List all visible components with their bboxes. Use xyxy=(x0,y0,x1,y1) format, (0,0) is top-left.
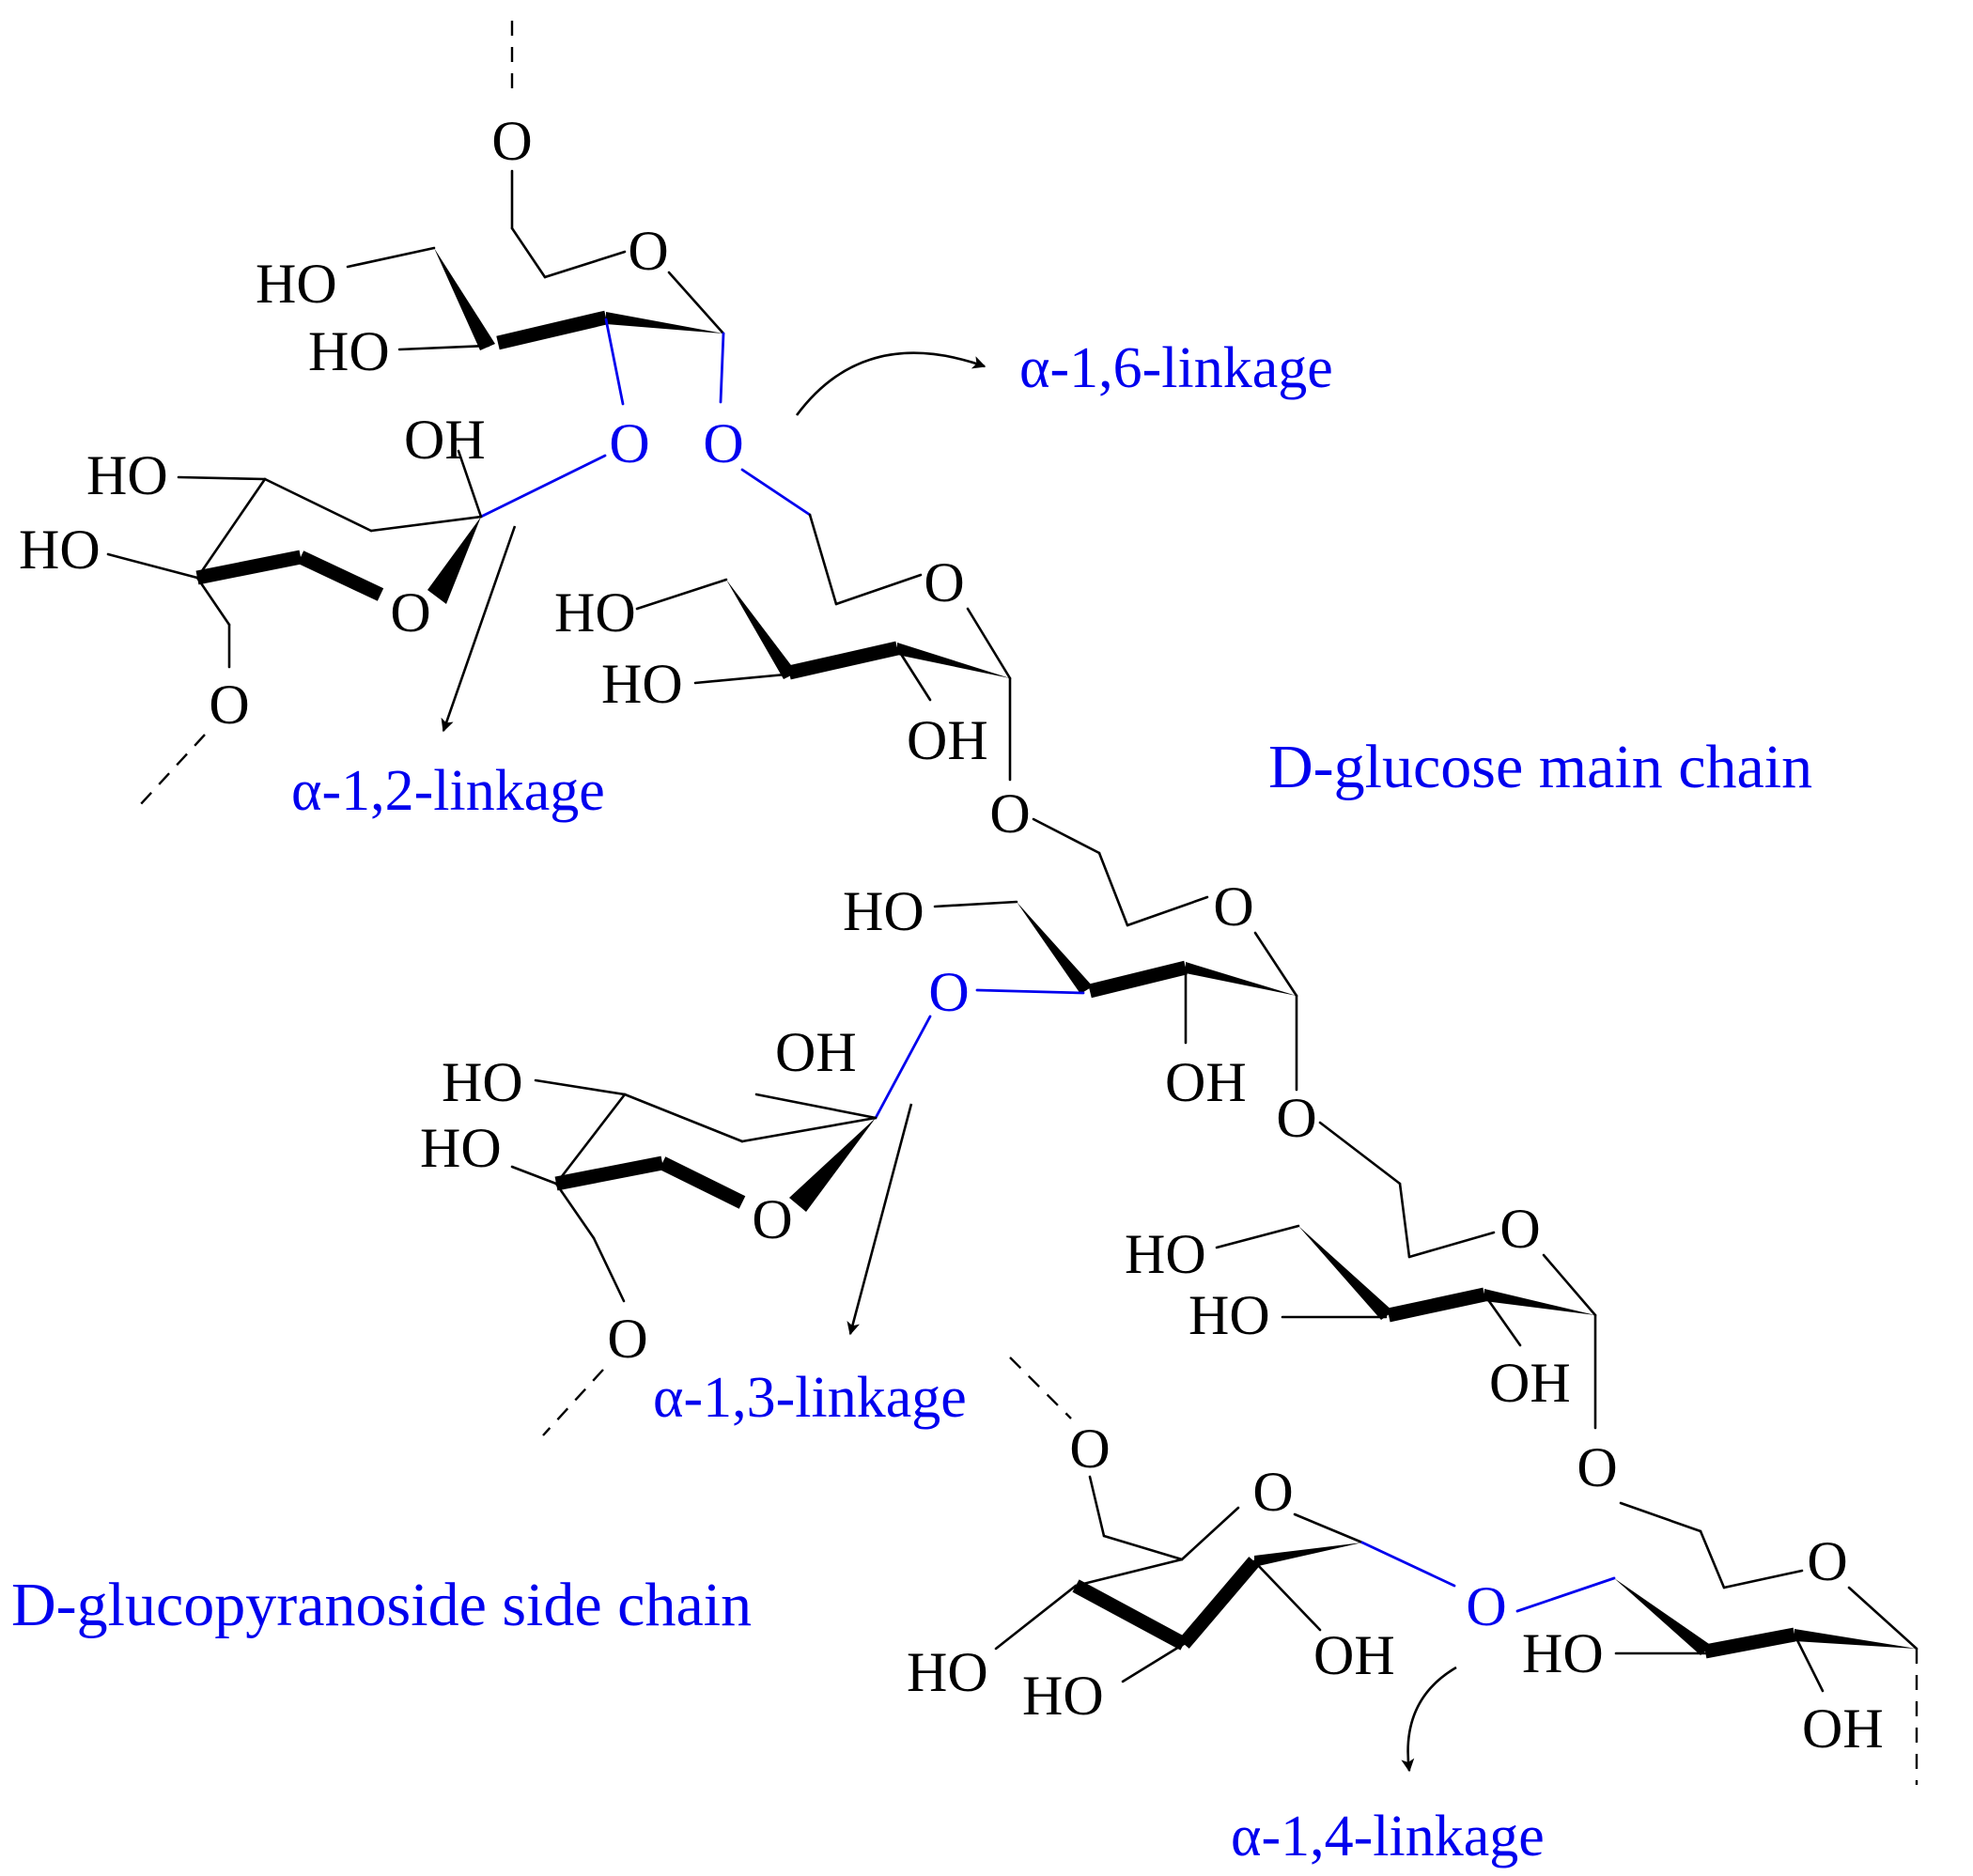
ring-d: O HO HO OH xyxy=(1125,1121,1597,1430)
ring-b-ho4-label: HO xyxy=(554,581,636,643)
ring-e-ho4-label: HO xyxy=(907,1641,988,1703)
ring-f-oh2-label: OH xyxy=(1802,1698,1884,1760)
alpha-1-4-bridge-oxygen: O xyxy=(1466,1575,1506,1637)
ring-s1-ho4-label: HO xyxy=(19,519,101,581)
ring-e-ring-oxygen: O xyxy=(1252,1461,1293,1523)
ring-a-ho4-label: HO xyxy=(256,253,337,315)
alpha-1-2-bridge-oxygen: O xyxy=(609,412,649,474)
ring-c-d-o6-bridge-oxygen: O xyxy=(1276,1087,1316,1149)
alpha-1-2-arrow xyxy=(441,525,517,733)
ring-b: O HO HO OH xyxy=(554,468,1012,782)
ring-b-ho3-label: HO xyxy=(601,653,683,715)
ring-a-ring-oxygen: O xyxy=(628,220,668,282)
alpha-1-3-bridge-oxygen: O xyxy=(928,961,969,1023)
ring-s1-oh2-label: OH xyxy=(404,409,486,471)
ring-b-oh2-label: OH xyxy=(907,709,988,771)
ring-s2-ring-oxygen: O xyxy=(752,1188,792,1250)
ring-s1-ring-oxygen: O xyxy=(390,581,430,643)
alpha-1-4-linkage-label: α-1,4-linkage xyxy=(1231,1805,1545,1868)
ring-d-ho4-label: HO xyxy=(1125,1223,1206,1285)
ring-c: O HO OH xyxy=(843,817,1298,1113)
ring-f-ho3-label: HO xyxy=(1522,1622,1604,1684)
ring-s1: OH HO HO O O xyxy=(19,409,607,807)
ring-f: O HO OH xyxy=(1515,1501,1919,1785)
ring-a-ho3-label: HO xyxy=(308,320,390,382)
ring-c-oh2-label: OH xyxy=(1165,1051,1247,1113)
alpha-1-3-arrow xyxy=(847,1103,913,1336)
ring-a-o6-label: O xyxy=(491,110,532,172)
ring-b-c-o6-bridge-oxygen: O xyxy=(989,783,1030,845)
ring-a: O O HO HO xyxy=(256,21,725,406)
ring-e-oh2-label: OH xyxy=(1313,1624,1395,1686)
ring-d-oh2-label: OH xyxy=(1489,1352,1571,1414)
ring-s2-ho3-label: HO xyxy=(442,1051,523,1113)
alpha-1-6-arrow xyxy=(795,351,986,416)
main-chain-label: D-glucose main chain xyxy=(1268,733,1812,801)
ring-d-ho3-label: HO xyxy=(1188,1284,1270,1346)
ring-e: O O HO HO OH xyxy=(907,1357,1456,1727)
ring-s2-ho4-label: HO xyxy=(420,1117,502,1179)
side-chain-label: D-glucopyranoside side chain xyxy=(11,1571,752,1639)
ring-s1-ho3-label: HO xyxy=(86,444,168,506)
alpha-1-6-linkage-label: α-1,6-linkage xyxy=(1019,336,1333,400)
alpha-1-6-bridge-oxygen: O xyxy=(703,412,743,474)
ring-d-e-o6-bridge-oxygen: O xyxy=(1577,1436,1617,1498)
alpha-1-3-linkage-label: α-1,3-linkage xyxy=(653,1366,967,1430)
ring-e-o6-label: O xyxy=(1069,1418,1110,1480)
ring-s1-o6-label: O xyxy=(209,674,249,736)
ring-b-ring-oxygen: O xyxy=(924,551,964,613)
ring-d-ring-oxygen: O xyxy=(1499,1198,1540,1260)
ring-f-ring-oxygen: O xyxy=(1807,1530,1847,1592)
ring-s2-o6-label: O xyxy=(607,1308,647,1370)
ring-s2: OH HO HO O O xyxy=(420,1015,932,1436)
alpha-1-4-arrow xyxy=(1401,1666,1457,1773)
ring-e-ho3-label: HO xyxy=(1022,1665,1104,1727)
alpha-1-2-linkage-label: α-1,2-linkage xyxy=(291,759,605,823)
ring-s2-oh2-label: OH xyxy=(775,1021,857,1083)
ring-c-ring-oxygen: O xyxy=(1213,876,1253,938)
ring-c-ho4-label: HO xyxy=(843,880,924,942)
